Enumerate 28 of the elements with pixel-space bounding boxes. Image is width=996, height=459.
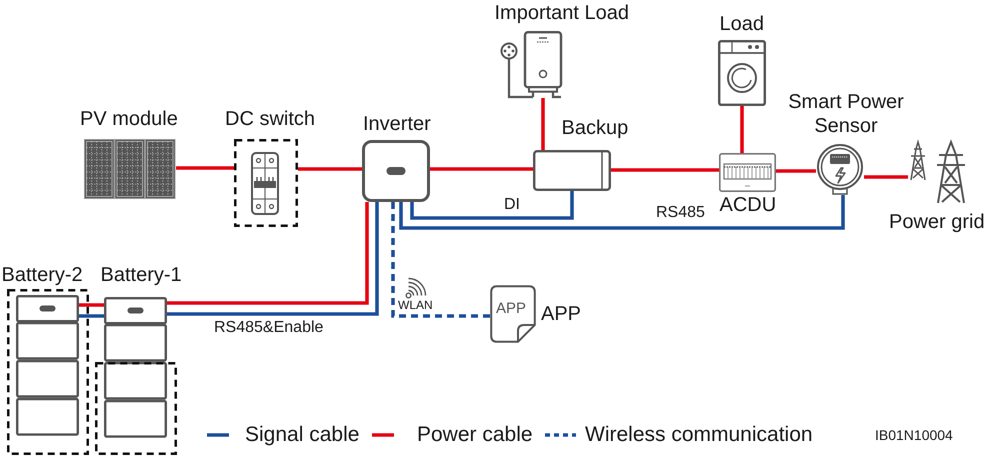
- device-label: ACDU: [720, 193, 776, 217]
- device-label: DC switch: [225, 107, 316, 131]
- connector-line: [79, 303, 104, 307]
- device-label: PV module: [80, 107, 178, 131]
- device-label: Important Load: [494, 1, 630, 25]
- legend-text: Signal cable: [244, 423, 360, 447]
- device-label: Battery-2: [2, 263, 83, 287]
- device-label: Smart Power Sensor: [787, 90, 905, 138]
- device-label: Battery-1: [100, 263, 182, 287]
- device-label: Power grid: [889, 210, 985, 234]
- connector-line: [740, 106, 744, 153]
- connector-line: [176, 166, 234, 170]
- icon-caption: APP: [496, 300, 526, 318]
- connector-line: [430, 167, 533, 171]
- connector-line: [399, 195, 845, 230]
- device-label: Load: [720, 12, 764, 36]
- connector-line: [410, 191, 574, 220]
- connector-line: [776, 169, 816, 173]
- dashed-connector-line: [391, 202, 490, 318]
- connector-line: [864, 175, 908, 179]
- connector-line: [79, 314, 104, 318]
- app-label: APP: [541, 302, 582, 326]
- device-label: Inverter: [363, 112, 431, 136]
- connector-line: [298, 167, 362, 171]
- connector-line: [541, 98, 545, 150]
- connector-line: [611, 168, 719, 172]
- edge-label: WLAN: [397, 298, 434, 312]
- device-label: Backup: [562, 116, 628, 140]
